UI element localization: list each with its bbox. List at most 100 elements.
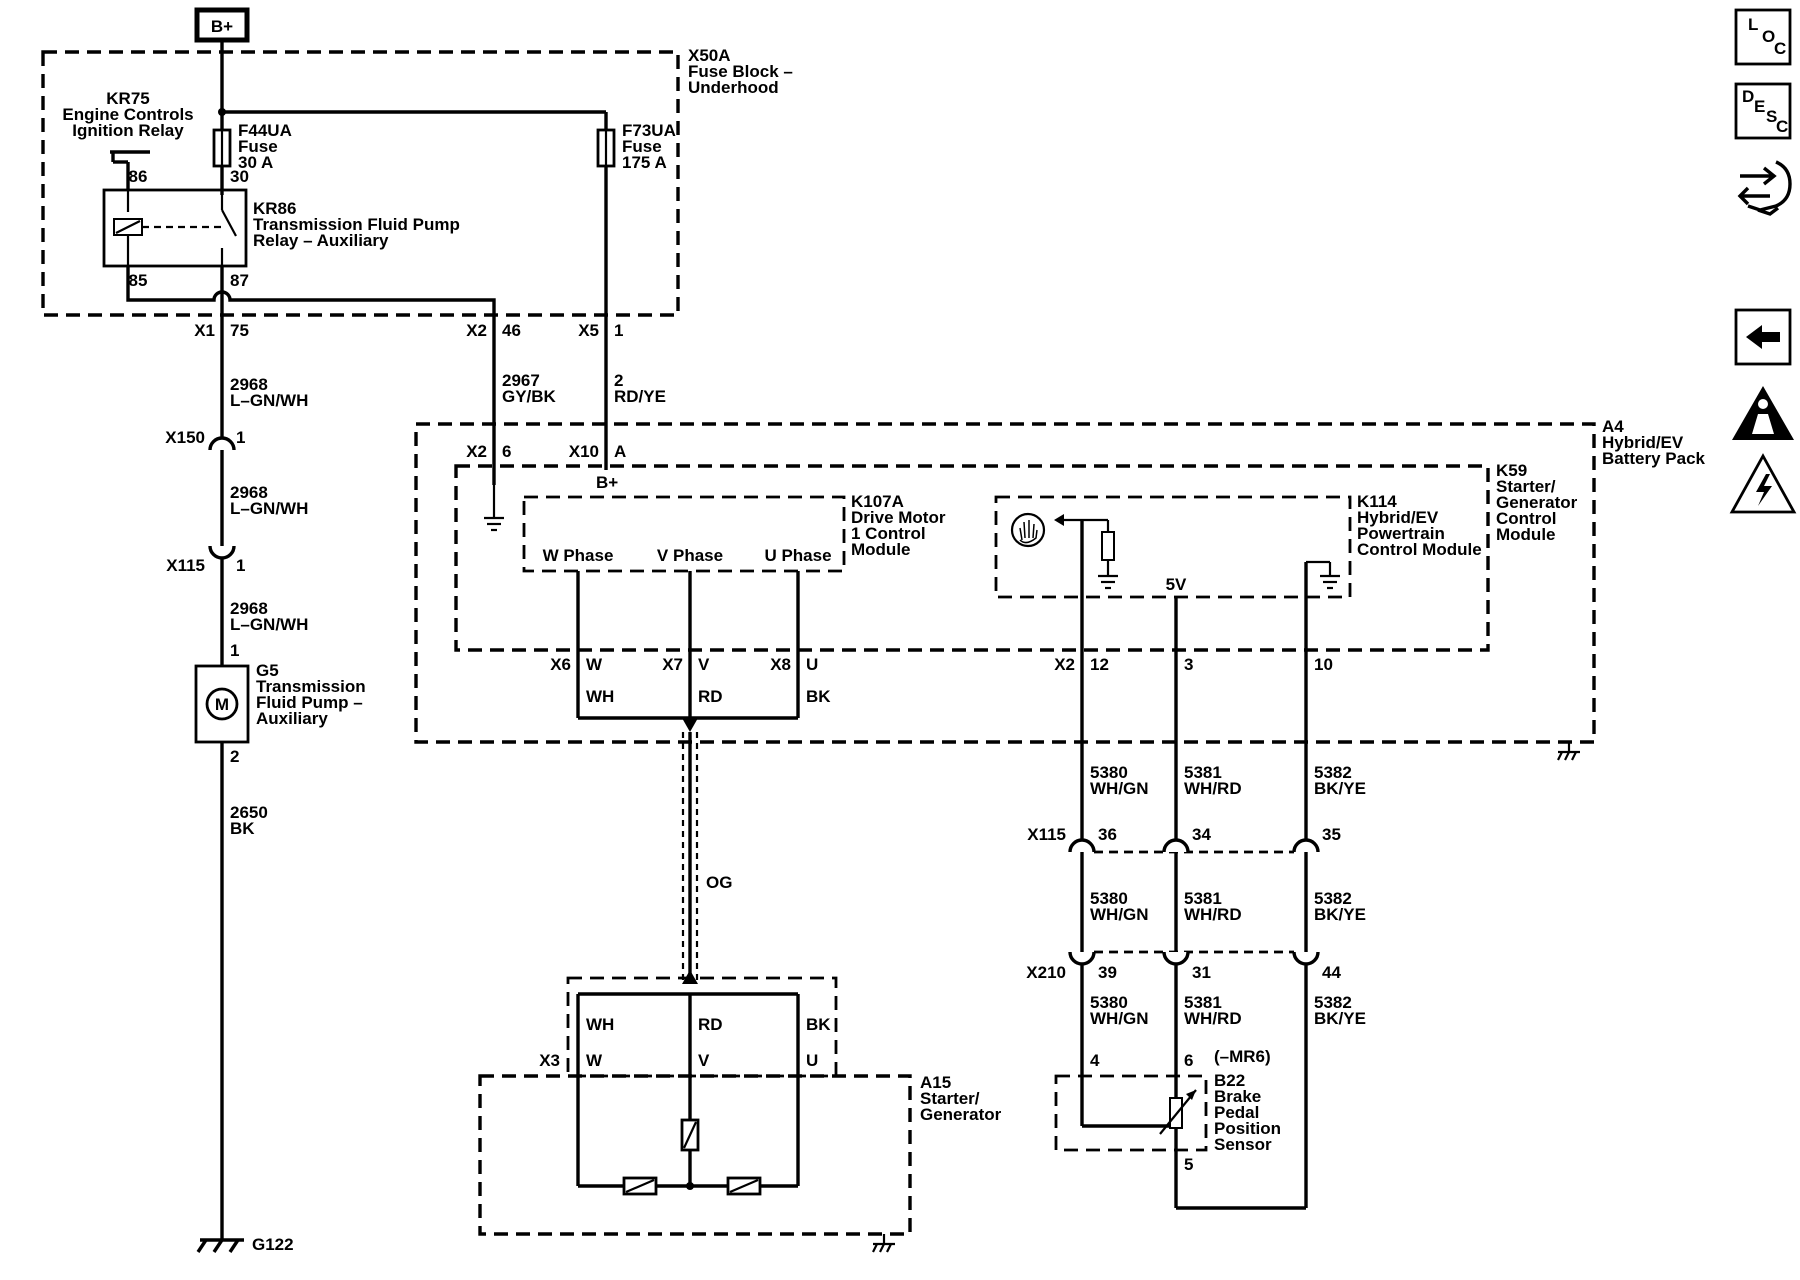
g5-desc1: Transmission	[256, 677, 366, 696]
battery-positive-source: B+	[194, 7, 250, 43]
x7-label: X7	[662, 655, 683, 674]
back-button[interactable]	[1734, 308, 1792, 366]
x210-pin31: 31	[1192, 963, 1211, 982]
x150-label: X150	[165, 428, 205, 447]
w2968b-circuit: 2968	[230, 483, 268, 502]
w5380b-circuit: 5380	[1090, 889, 1128, 908]
og-label: OG	[706, 873, 732, 892]
x7-color: RD	[698, 687, 723, 706]
k59-id: K59	[1496, 461, 1527, 480]
desc-letter-d: D	[1742, 87, 1754, 106]
k114-desc3: Control Module	[1357, 540, 1482, 559]
connector-x150: X150 1	[165, 428, 245, 451]
w5381a-color: WH/RD	[1184, 779, 1242, 798]
f73-id: F73UA	[622, 121, 676, 140]
module-k114: K114 Hybrid/EV Powertrain Control Module…	[994, 492, 1482, 599]
g5-pin1: 1	[230, 641, 239, 660]
b22-pin5: 5	[1184, 1155, 1193, 1174]
loc-letter-c: C	[1774, 39, 1786, 58]
w2968c-circuit: 2968	[230, 599, 268, 618]
b22-pin6: 6	[1184, 1051, 1193, 1070]
k107a-desc2: 1 Control	[851, 524, 926, 543]
k107a-desc3: Module	[851, 540, 911, 559]
w5382b-circuit: 5382	[1314, 889, 1352, 908]
w2968b-color: L–GN/WH	[230, 499, 308, 518]
g5-pin2: 2	[230, 747, 239, 766]
u-phase-label: U Phase	[764, 546, 831, 565]
x150-pin: 1	[236, 428, 245, 447]
module-k59: K59 Starter/ Generator Control Module X2…	[454, 442, 1578, 652]
location-view-button[interactable]: L O C	[1734, 8, 1792, 66]
x210-pin39: 39	[1098, 963, 1117, 982]
k114-desc1: Hybrid/EV	[1357, 508, 1439, 527]
x5-label: X5	[578, 321, 599, 340]
k59-desc4: Module	[1496, 525, 1556, 544]
fuse-f73ua: F73UA Fuse 175 A	[596, 121, 676, 172]
connector-hand-icon[interactable]	[1737, 160, 1792, 216]
k107a-desc1: Drive Motor	[851, 508, 946, 527]
desc-letter-s: S	[1766, 107, 1777, 126]
caution-triangle-icon[interactable]	[1732, 386, 1794, 440]
connector-x115-left: X115 1	[166, 545, 245, 575]
x210-pin44: 44	[1322, 963, 1341, 982]
w5380a-circuit: 5380	[1090, 763, 1128, 782]
x6-label: X6	[550, 655, 571, 674]
x8-color: BK	[806, 687, 831, 706]
x3-pin-w: W	[586, 1051, 603, 1070]
kr86-id: KR86	[253, 199, 296, 218]
ground-id: G122	[252, 1235, 294, 1254]
x8-pin: U	[806, 655, 818, 674]
x6-pin: W	[586, 655, 603, 674]
k59-desc2: Generator	[1496, 493, 1578, 512]
f44-id: F44UA	[238, 121, 292, 140]
high-voltage-warning-icon[interactable]	[1729, 453, 1797, 514]
connector-x115: X115 36 34 35	[1027, 825, 1341, 854]
fuse-block-name: X50A	[688, 46, 731, 65]
kr86-pin85: 85	[129, 271, 148, 290]
x115-pin34: 34	[1192, 825, 1211, 844]
w5381b-circuit: 5381	[1184, 889, 1222, 908]
b22-pin4: 4	[1090, 1051, 1100, 1070]
k59-x10: X10	[569, 442, 599, 461]
x6-color: WH	[586, 687, 614, 706]
w5380c-color: WH/GN	[1090, 1009, 1149, 1028]
kr75-desc2: Ignition Relay	[72, 121, 184, 140]
x115-pin35: 35	[1322, 825, 1341, 844]
x115-left-pin: 1	[236, 556, 245, 575]
w5382c-circuit: 5382	[1314, 993, 1352, 1012]
k59-desc1: Starter/	[1496, 477, 1556, 496]
x3-label: X3	[539, 1051, 560, 1070]
f44-type: Fuse	[238, 137, 278, 156]
relay-kr75: KR75 Engine Controls Ignition Relay	[62, 89, 194, 190]
source-label: B+	[211, 17, 233, 36]
desc-letter-c: C	[1776, 117, 1788, 136]
x1-pin: 75	[230, 321, 249, 340]
connector-x3: WH RD BK X3 W V U	[539, 976, 838, 1078]
a15-color-bk: BK	[806, 1015, 831, 1034]
w2-circuit: 2	[614, 371, 623, 390]
a15-desc1: Starter/	[920, 1089, 980, 1108]
k59-x2-pin: 6	[502, 442, 511, 461]
ground-g122: G122	[196, 1235, 294, 1254]
k59-desc3: Control	[1496, 509, 1556, 528]
a4-desc1: Hybrid/EV	[1602, 433, 1684, 452]
kr86-desc2: Relay – Auxiliary	[253, 231, 389, 250]
x5-pin: 1	[614, 321, 623, 340]
w2650-color: BK	[230, 819, 255, 838]
a15-color-wh: WH	[586, 1015, 614, 1034]
a15-desc2: Generator	[920, 1105, 1002, 1124]
k114-5v: 5V	[1166, 575, 1187, 594]
w2650-circuit: 2650	[230, 803, 268, 822]
x115-pin36: 36	[1098, 825, 1117, 844]
k114-x2: X2	[1054, 655, 1075, 674]
a4-desc2: Battery Pack	[1602, 449, 1706, 468]
k114-pin10: 10	[1314, 655, 1333, 674]
x1-label: X1	[194, 321, 215, 340]
g5-desc2: Fluid Pump –	[256, 693, 363, 712]
g5-desc3: Auxiliary	[256, 709, 328, 728]
w5381a-circuit: 5381	[1184, 763, 1222, 782]
k59-x10-pin: A	[614, 442, 626, 461]
description-view-button[interactable]: D E S C	[1734, 82, 1792, 140]
b22-desc4: Sensor	[1214, 1135, 1272, 1154]
